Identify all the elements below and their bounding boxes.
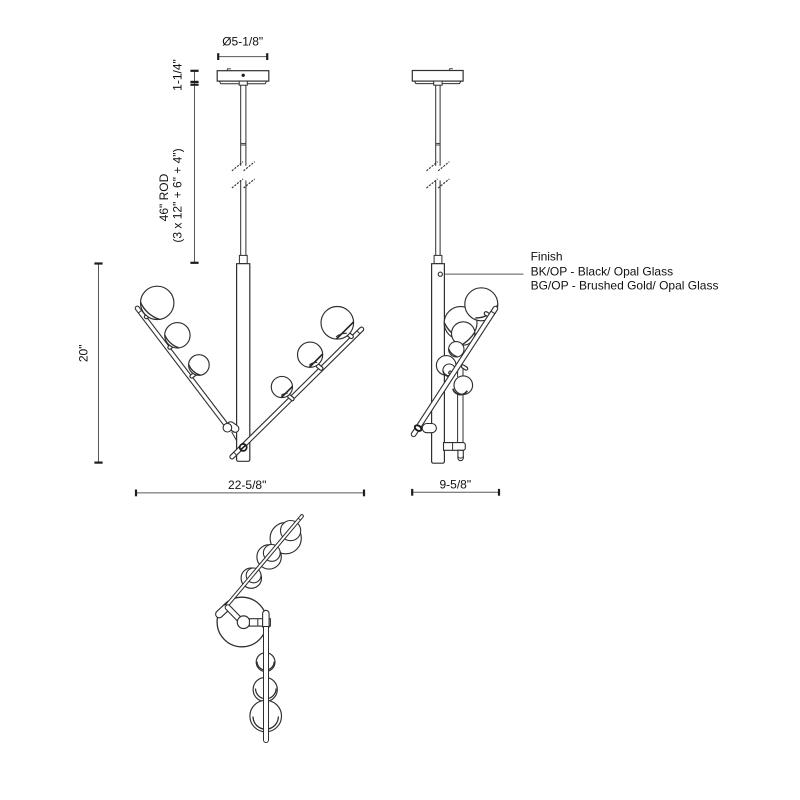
svg-text:Finish: Finish [531,250,563,264]
svg-text:9-5/8": 9-5/8" [439,477,471,491]
svg-text:46" ROD: 46" ROD [157,173,171,221]
svg-text:22-5/8": 22-5/8" [228,478,266,492]
svg-text:(3 x 12" + 6" + 4"): (3 x 12" + 6" + 4") [170,148,184,242]
svg-text:BG/OP - Brushed Gold/ Opal Gla: BG/OP - Brushed Gold/ Opal Glass [531,279,719,293]
svg-text:BK/OP - Black/ Opal Glass: BK/OP - Black/ Opal Glass [531,264,674,278]
svg-text:Ø5-1/8": Ø5-1/8" [222,34,263,48]
svg-text:20": 20" [77,344,91,362]
svg-text:1-1/4": 1-1/4" [171,59,185,91]
